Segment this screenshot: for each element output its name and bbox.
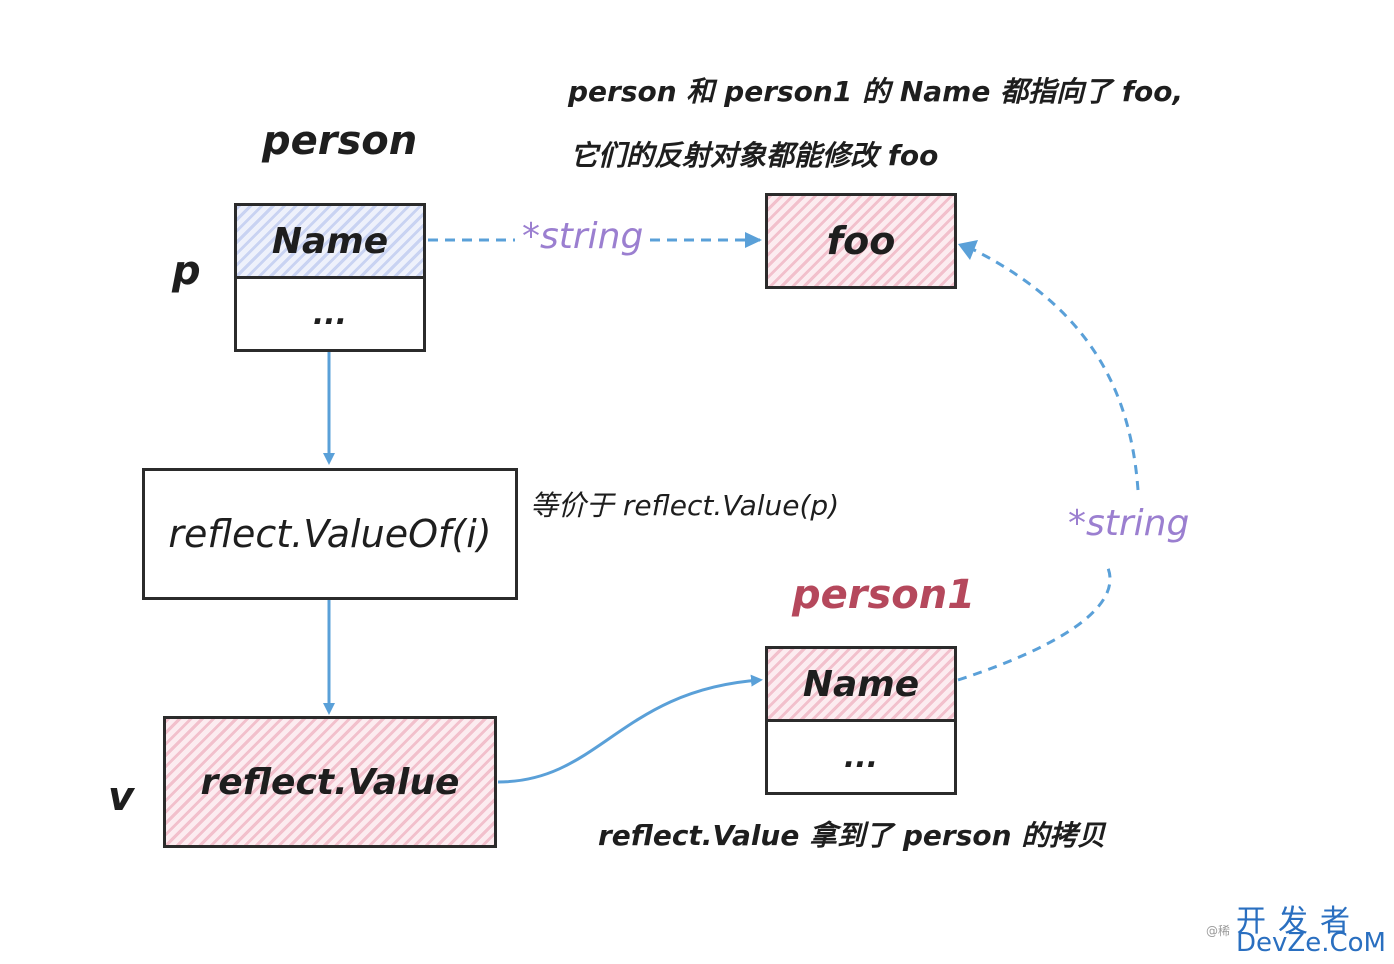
watermark-cn: 开发者 [1236,904,1362,939]
person-rest-fields: ... [234,276,426,352]
foo-box-text: foo [826,219,896,263]
top-note-line1: person 和 person1 的 Name 都指向了 foo, [568,75,1184,108]
person1-rest-fields: ... [765,719,957,795]
person1-name-field: Name [765,646,957,722]
equivalent-note: 等价于 reflect.Value(p) [530,489,840,522]
watermark-at: @稀 [1206,924,1231,938]
foo-box: foo [765,193,957,289]
top-note-line2: 它们的反射对象都能修改 foo [570,139,939,172]
reflect-valueof-box: reflect.ValueOf(i) [142,468,518,600]
reflect-value-box: reflect.Value [163,716,497,848]
arrow-name-to-foo-head [745,232,762,248]
person1-rest-fields-text: ... [843,739,879,775]
person-name-field-text: Name [271,220,389,262]
watermark-en: DevZe.CoM [1236,928,1386,958]
pointer-label-top: *string [522,216,644,257]
person-name-field: Name [234,203,426,279]
arrow-person1-to-foo-head [958,240,978,260]
person1-name-field-text: Name [802,663,920,705]
reflect-value-text: reflect.Value [200,761,460,803]
person-title: person [262,118,418,164]
person1-title: person1 [792,572,976,618]
arrow-person1-to-foo [957,242,1140,682]
v-variable-label: v [108,774,135,820]
reflect-valueof-text: reflect.ValueOf(i) [168,512,492,556]
copy-note: reflect.Value 拿到了 person 的拷贝 [598,819,1106,852]
person-rest-fields-text: ... [312,296,348,332]
p-variable-label: p [172,248,201,294]
arrow-value-to-person1 [497,674,763,784]
pointer-label-right: *string [1068,503,1190,544]
